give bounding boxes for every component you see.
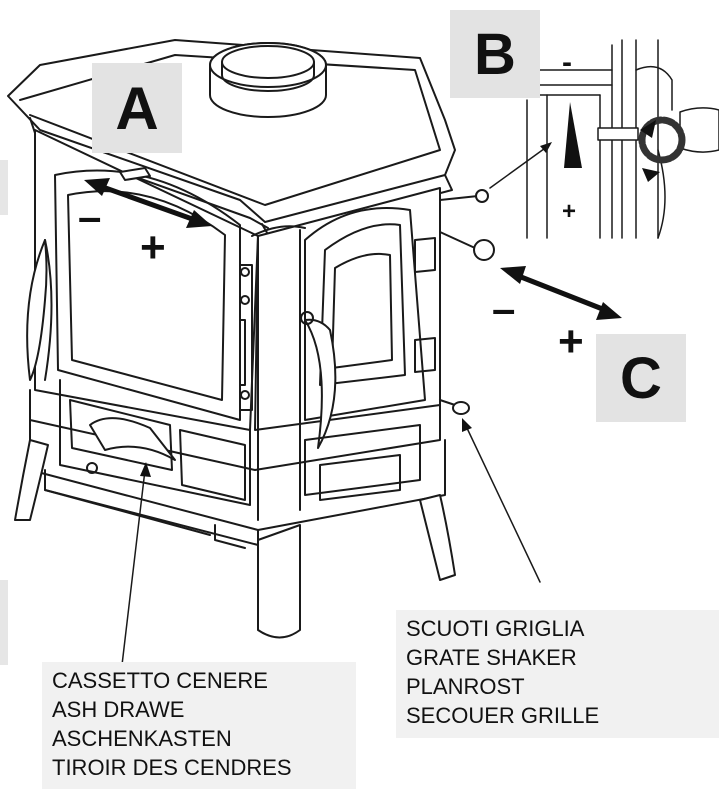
marker-c-plus-sign: + — [558, 317, 584, 366]
marker-b-minus-sign: - — [562, 46, 572, 79]
grate-shaker-caption: SCUOTI GRIGLIA GRATE SHAKER PLANROST SEC… — [396, 610, 719, 738]
arrow-c — [500, 266, 622, 320]
edge-fragment — [0, 160, 8, 215]
marker-a-plus-sign: + — [140, 223, 166, 272]
flue-collar — [209, 42, 327, 118]
marker-c-minus-sign: – — [492, 285, 516, 332]
leader-b-arrowhead — [540, 142, 552, 153]
front-handle — [26, 239, 53, 381]
stove-body — [34, 129, 441, 521]
marker-a-minus-sign: – — [78, 193, 102, 240]
side-door — [304, 207, 436, 421]
leader-grate-shaker — [465, 425, 541, 583]
stove-legs — [14, 439, 456, 639]
leader-b — [489, 145, 549, 189]
arrow-a — [84, 178, 212, 228]
caption-line: GRATE SHAKER — [406, 645, 577, 670]
caption-line: ASH DRAWE — [52, 697, 185, 722]
marker-c: C — [596, 334, 686, 422]
caption-line: TIROIR DES CENDRES — [52, 755, 292, 780]
leader-ash-drawer-arrowhead — [140, 462, 151, 477]
caption-line: PLANROST — [406, 674, 525, 699]
front-door — [54, 169, 253, 421]
grate-shaker-knob — [439, 399, 470, 415]
lever-a — [119, 167, 151, 181]
marker-a: A — [92, 63, 182, 153]
caption-line: SCUOTI GRIGLIA — [406, 616, 585, 641]
rod-b — [439, 189, 489, 203]
marker-b-plus-sign: + — [562, 198, 577, 225]
edge-fragment — [0, 580, 8, 665]
leader-ash-drawer — [121, 469, 146, 666]
ash-drawer-handle — [86, 417, 176, 474]
rod-c — [439, 231, 495, 261]
caption-line: ASCHENKASTEN — [52, 726, 232, 751]
inset-b — [526, 39, 719, 239]
side-handle — [300, 311, 337, 449]
marker-b: B — [450, 10, 540, 98]
leader-grate-shaker-arrowhead — [462, 418, 472, 432]
ash-drawer-caption: CASSETTO CENERE ASH DRAWE ASCHENKASTEN T… — [42, 662, 356, 789]
caption-line: SECOUER GRILLE — [406, 703, 600, 728]
wedge-indicator — [564, 102, 582, 168]
caption-line: CASSETTO CENERE — [52, 668, 268, 693]
